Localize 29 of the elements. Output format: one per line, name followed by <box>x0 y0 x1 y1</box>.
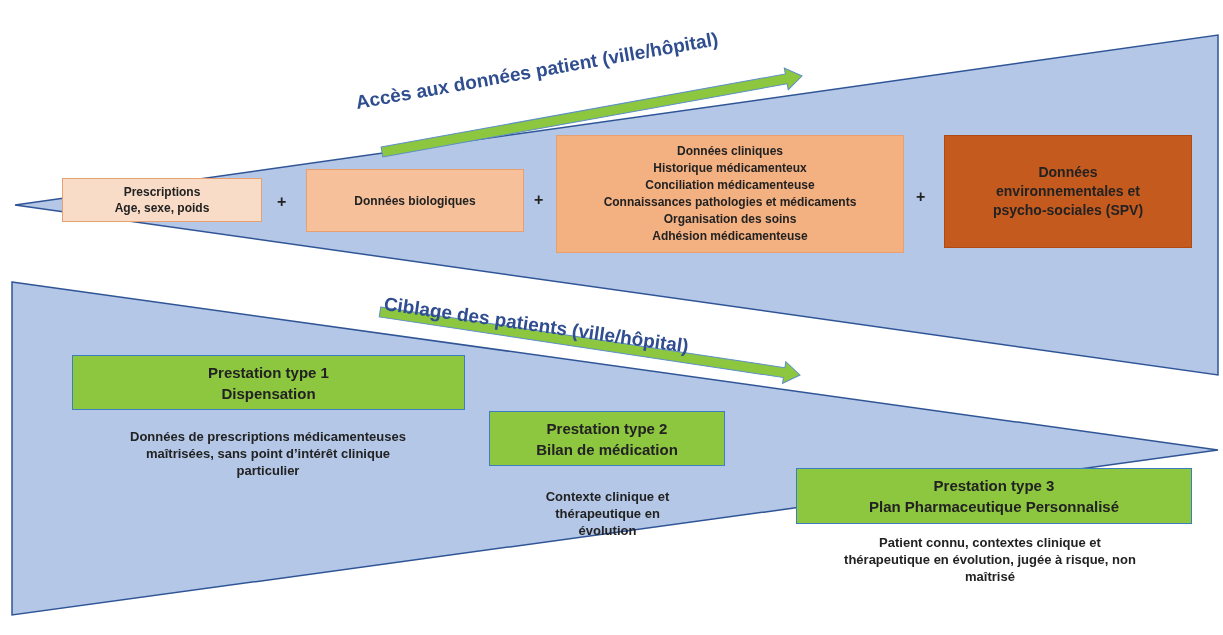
plus-sign: + <box>277 193 287 211</box>
data-box <box>944 135 1192 248</box>
box-text: Prescriptions <box>123 184 201 200</box>
service-box <box>72 355 465 410</box>
service-box <box>489 411 725 466</box>
data-box <box>306 169 524 232</box>
box-text: Prestation type 2 <box>546 418 668 439</box>
data-box <box>62 178 262 222</box>
box-text: Conciliation médicamenteuse <box>645 177 815 194</box>
box-text: Bilan de médication <box>536 439 678 460</box>
box-text: Historique médicamenteux <box>653 160 807 177</box>
box-text: Organisation des soins <box>663 211 797 228</box>
box-text: Prestation type 1 <box>208 362 329 383</box>
box-text: Plan Pharmaceutique Personnalisé <box>868 497 1120 517</box>
box-text: Adhésion médicamenteuse <box>652 228 808 245</box>
description-text: Données de prescriptions médicamenteuses maîtrisées, sans point d’intérêt clinique particulier <box>129 428 407 479</box>
box-text: Données biologiques <box>354 192 476 209</box>
plus-sign: + <box>916 188 926 206</box>
service-box <box>796 468 1192 524</box>
box-text: Dispensation <box>221 383 316 404</box>
box-text: Prestation type 3 <box>933 476 1055 496</box>
plus-sign: + <box>534 191 544 209</box>
description-text: Contexte clinique et thérapeutique en évolution <box>545 488 670 539</box>
box-text: Données cliniques <box>677 143 783 160</box>
box-text: Connaissances pathologies et médicaments <box>603 194 857 211</box>
box-text: Données environnementales et psycho-sociales (SPV) <box>991 163 1145 220</box>
data-box <box>556 135 904 253</box>
description-text: Patient connu, contextes clinique et thérapeutique en évolution, jugée à risque, non maîtrisé <box>843 534 1137 585</box>
box-text: Age, sexe, poids <box>114 200 210 216</box>
